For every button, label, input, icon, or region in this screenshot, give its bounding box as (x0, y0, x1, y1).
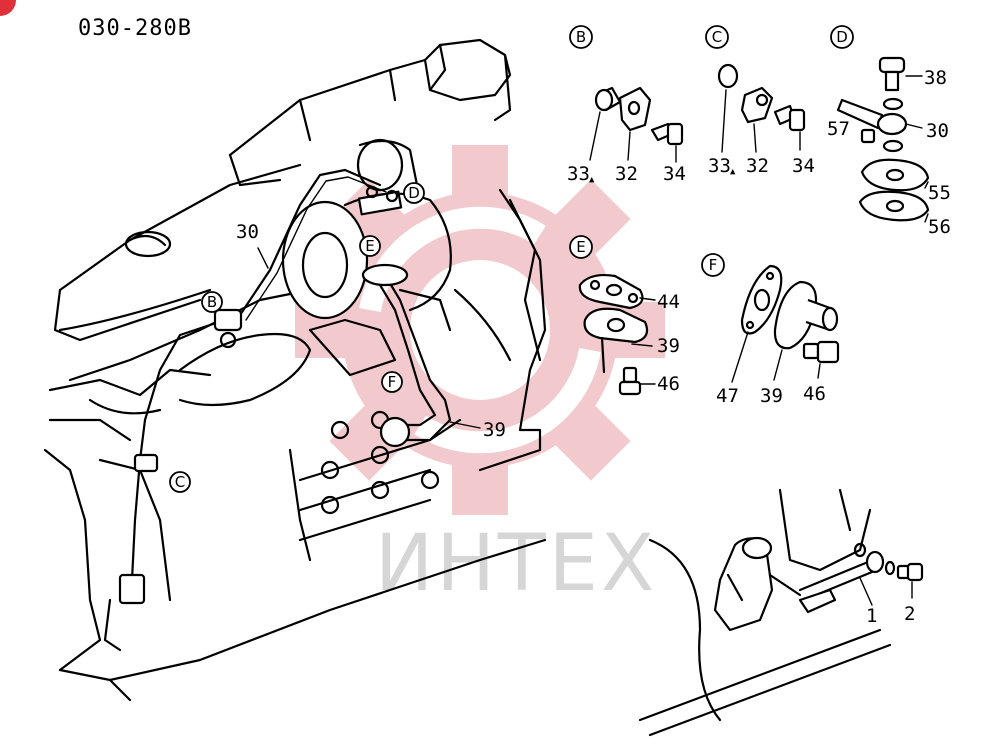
label-part-47: 47 (716, 385, 739, 407)
watermark-text: ИНТЕХ (375, 519, 657, 609)
diagram-code: 030-280B (78, 16, 192, 41)
label-part-32-b: 32 (615, 163, 638, 185)
svg-text:E: E (365, 237, 374, 255)
svg-text:B: B (576, 28, 586, 46)
svg-text:▲: ▲ (589, 175, 595, 185)
callout-d-main: D (403, 182, 425, 204)
label-part-32-c: 32 (746, 155, 769, 177)
label-part-46-e: 46 (657, 373, 680, 395)
callout-c-main: C (169, 471, 191, 493)
engine-assembly (43, 38, 547, 702)
label-part-57: 57 (827, 118, 850, 140)
label-part-38: 38 (924, 67, 947, 89)
label-part-30-main: 30 (236, 221, 259, 243)
label-part-39-f: 39 (760, 385, 783, 407)
label-part-33-c: 33 (708, 155, 731, 177)
svg-text:B: B (207, 293, 217, 311)
corner-badge (0, 0, 16, 16)
label-part-34-c: 34 (792, 155, 815, 177)
callout-b-main: B (201, 291, 223, 313)
svg-text:▲: ▲ (730, 167, 736, 177)
label-part-39-e: 39 (657, 335, 680, 357)
label-part-39-main: 39 (483, 419, 506, 441)
label-part-56: 56 (928, 216, 951, 238)
detail-f: F 47 39 46 (701, 253, 840, 407)
detail-c: C 33 ▲ 32 34 (705, 25, 815, 177)
label-part-30-d: 30 (926, 120, 949, 142)
label-part-2: 2 (904, 603, 915, 625)
svg-text:E: E (576, 238, 585, 256)
detail-b: B 33 ▲ 32 34 (567, 25, 686, 185)
label-part-1: 1 (866, 605, 877, 627)
svg-text:D: D (408, 184, 420, 202)
label-part-33-b: 33 (567, 163, 590, 185)
label-part-46-f: 46 (803, 383, 826, 405)
svg-text:F: F (388, 373, 397, 391)
detail-d: D 38 30 57 55 56 (827, 25, 951, 238)
detail-lower-right: 1 2 (638, 488, 924, 737)
svg-text:F: F (709, 256, 718, 274)
label-part-34-b: 34 (663, 163, 686, 185)
svg-text:C: C (712, 28, 722, 46)
svg-text:C: C (175, 473, 185, 491)
callout-e-main: E (359, 235, 381, 257)
label-part-55: 55 (928, 182, 951, 204)
callout-f-main: F (381, 371, 403, 393)
label-part-44: 44 (657, 291, 680, 313)
detail-e: E 44 39 46 (569, 235, 680, 396)
svg-text:D: D (836, 28, 848, 46)
